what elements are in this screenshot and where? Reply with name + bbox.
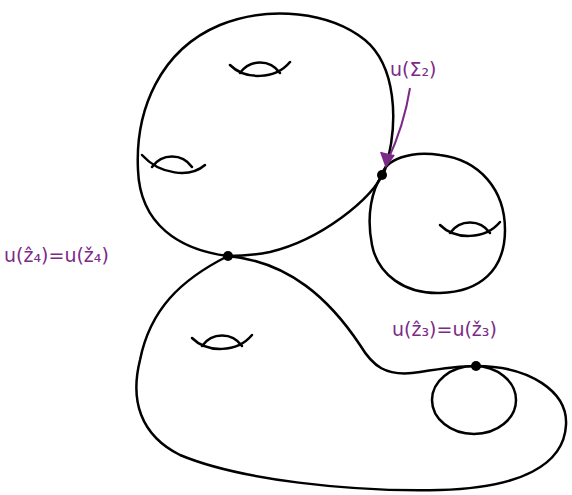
- sphere-component: [432, 366, 516, 434]
- top-surface: [138, 14, 393, 256]
- math-label: u(Σ₂): [390, 58, 437, 81]
- math-label: u(ẑ₃)=u(ž₃): [392, 318, 497, 341]
- small-surface: [370, 154, 505, 293]
- leader-arrow: [381, 88, 410, 166]
- math-label: u(ẑ₄)=u(ž₄): [4, 244, 109, 267]
- bottom-surface: [136, 256, 566, 490]
- node-points: [223, 170, 481, 371]
- genus-holes: [142, 62, 500, 349]
